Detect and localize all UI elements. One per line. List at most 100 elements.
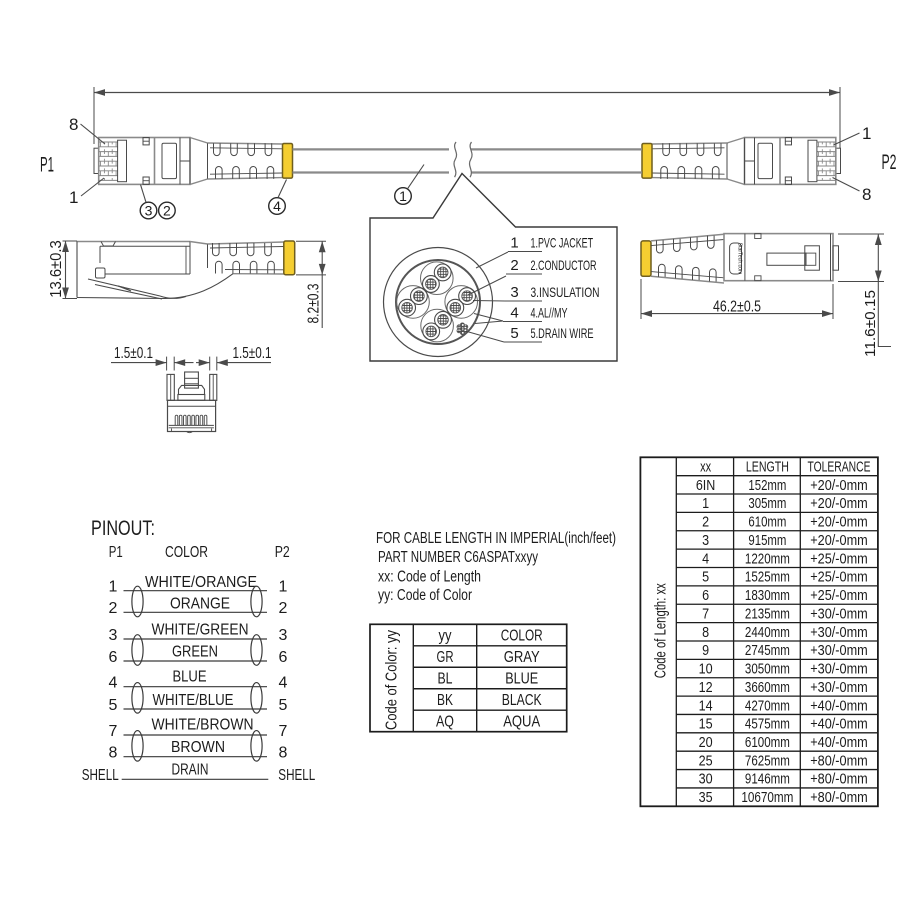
svg-text:+30/-0mm: +30/-0mm xyxy=(810,680,868,696)
svg-text:AQUA: AQUA xyxy=(503,713,541,730)
svg-text:915mm: 915mm xyxy=(748,533,786,549)
svg-text:Code of Color: yy: Code of Color: yy xyxy=(384,630,401,730)
svg-text:46.2±0.5: 46.2±0.5 xyxy=(713,298,761,315)
svg-text:WHITE/GREEN: WHITE/GREEN xyxy=(152,622,249,639)
svg-text:1: 1 xyxy=(109,579,118,596)
svg-text:xx: Code of Length: xx: Code of Length xyxy=(378,568,481,585)
svg-text:5: 5 xyxy=(510,325,518,342)
svg-text:2: 2 xyxy=(702,515,709,531)
svg-text:FOR CABLE LENGTH IN IMPERIAL(i: FOR CABLE LENGTH IN IMPERIAL(inch/feet) xyxy=(376,530,616,547)
svg-text:Code of Length: xx: Code of Length: xx xyxy=(653,583,670,678)
svg-text:2.CONDUCTOR: 2.CONDUCTOR xyxy=(531,257,597,273)
svg-text:+80/-0mm: +80/-0mm xyxy=(810,753,868,769)
svg-text:+25/-0mm: +25/-0mm xyxy=(810,588,868,604)
svg-text:yy: yy xyxy=(439,628,452,645)
svg-text:14: 14 xyxy=(699,698,713,714)
svg-text:2: 2 xyxy=(510,257,518,274)
svg-text:4: 4 xyxy=(109,675,118,692)
svg-text:1: 1 xyxy=(702,496,709,512)
svg-text:6: 6 xyxy=(109,649,118,666)
svg-text:1: 1 xyxy=(862,124,871,143)
svg-text:PINOUT:: PINOUT: xyxy=(91,516,155,540)
svg-text:GRAY: GRAY xyxy=(504,649,540,666)
svg-text:5: 5 xyxy=(279,697,288,714)
svg-text:4: 4 xyxy=(702,551,709,567)
svg-text:2745mm: 2745mm xyxy=(745,643,790,659)
svg-text:10670mm: 10670mm xyxy=(741,790,793,806)
svg-text:1525mm: 1525mm xyxy=(745,570,790,586)
svg-text:8: 8 xyxy=(862,185,871,204)
svg-text:SHELL: SHELL xyxy=(278,767,315,784)
svg-text:2: 2 xyxy=(279,600,288,617)
svg-text:TOLERANCE: TOLERANCE xyxy=(808,459,871,475)
svg-text:7: 7 xyxy=(279,723,288,740)
svg-text:+20/-0mm: +20/-0mm xyxy=(810,533,868,549)
svg-text:xx: xx xyxy=(700,459,712,475)
svg-text:yy: Code of Color: yy: Code of Color xyxy=(378,587,472,604)
svg-text:1220mm: 1220mm xyxy=(745,551,790,567)
svg-text:+25/-0mm: +25/-0mm xyxy=(810,551,868,567)
svg-text:P1: P1 xyxy=(109,544,123,561)
svg-text:+40/-0mm: +40/-0mm xyxy=(810,717,868,733)
svg-text:8: 8 xyxy=(279,745,288,762)
svg-text:P1: P1 xyxy=(40,154,54,177)
svg-text:+20/-0mm: +20/-0mm xyxy=(810,478,868,494)
svg-text:4575mm: 4575mm xyxy=(745,717,790,733)
svg-text:+40/-0mm: +40/-0mm xyxy=(810,698,868,714)
svg-text:4270mm: 4270mm xyxy=(745,698,790,714)
svg-text:BROWN: BROWN xyxy=(171,739,225,756)
svg-text:1.5±0.1: 1.5±0.1 xyxy=(233,345,272,362)
svg-text:+80/-0mm: +80/-0mm xyxy=(810,772,868,788)
svg-text:1.PVC JACKET: 1.PVC JACKET xyxy=(531,235,594,251)
svg-text:ORANGE: ORANGE xyxy=(170,596,230,613)
svg-text:1: 1 xyxy=(399,188,407,204)
svg-text:COLOR: COLOR xyxy=(165,544,208,561)
svg-text:610mm: 610mm xyxy=(748,515,786,531)
svg-text:8: 8 xyxy=(109,745,118,762)
svg-text:2: 2 xyxy=(163,203,171,219)
svg-text:3: 3 xyxy=(510,284,518,301)
svg-text:WHITE/BLUE: WHITE/BLUE xyxy=(153,692,234,709)
svg-text:35: 35 xyxy=(699,790,713,806)
svg-text:BLUE: BLUE xyxy=(173,669,207,686)
svg-text:15: 15 xyxy=(699,717,713,733)
svg-text:LENGTH: LENGTH xyxy=(746,459,789,475)
svg-text:+20/-0mm: +20/-0mm xyxy=(810,496,868,512)
svg-text:BK: BK xyxy=(437,692,454,709)
svg-text:SHELL: SHELL xyxy=(82,767,119,784)
svg-text:20: 20 xyxy=(699,735,713,751)
svg-text:2135mm: 2135mm xyxy=(745,606,790,622)
svg-text:11.6±0.15: 11.6±0.15 xyxy=(862,290,879,357)
svg-text:6: 6 xyxy=(702,588,709,604)
svg-text:8: 8 xyxy=(702,625,709,641)
svg-text:WHITE/ORANGE: WHITE/ORANGE xyxy=(145,574,257,591)
svg-text:3.INSULATION: 3.INSULATION xyxy=(531,284,600,300)
svg-text:GR: GR xyxy=(437,649,454,666)
svg-text:8.2±0.3: 8.2±0.3 xyxy=(306,284,323,324)
svg-text:3: 3 xyxy=(279,627,288,644)
svg-text:4: 4 xyxy=(510,305,518,322)
svg-text:BLUE: BLUE xyxy=(505,671,538,688)
svg-text:7: 7 xyxy=(109,723,118,740)
svg-text:10: 10 xyxy=(699,662,713,678)
svg-text:1: 1 xyxy=(279,579,288,596)
svg-text:13.6±0.3: 13.6±0.3 xyxy=(48,240,65,298)
svg-text:2: 2 xyxy=(109,600,118,617)
svg-text:+80/-0mm: +80/-0mm xyxy=(810,790,868,806)
svg-text:+30/-0mm: +30/-0mm xyxy=(810,662,868,678)
svg-text:25: 25 xyxy=(699,753,713,769)
svg-text:152mm: 152mm xyxy=(748,478,786,494)
svg-text:3: 3 xyxy=(145,203,153,219)
svg-text:1.5±0.1: 1.5±0.1 xyxy=(114,345,153,362)
svg-text:305mm: 305mm xyxy=(748,496,786,512)
svg-text:P2: P2 xyxy=(882,151,897,174)
svg-text:+30/-0mm: +30/-0mm xyxy=(810,625,868,641)
svg-text:1: 1 xyxy=(510,235,518,252)
svg-text:12: 12 xyxy=(699,680,713,696)
svg-text:+40/-0mm: +40/-0mm xyxy=(810,735,868,751)
svg-text:3660mm: 3660mm xyxy=(745,680,790,696)
svg-text:1: 1 xyxy=(69,188,78,207)
svg-text:9: 9 xyxy=(702,643,709,659)
svg-text:6IN: 6IN xyxy=(696,478,716,494)
svg-text:COLOR: COLOR xyxy=(501,628,543,645)
